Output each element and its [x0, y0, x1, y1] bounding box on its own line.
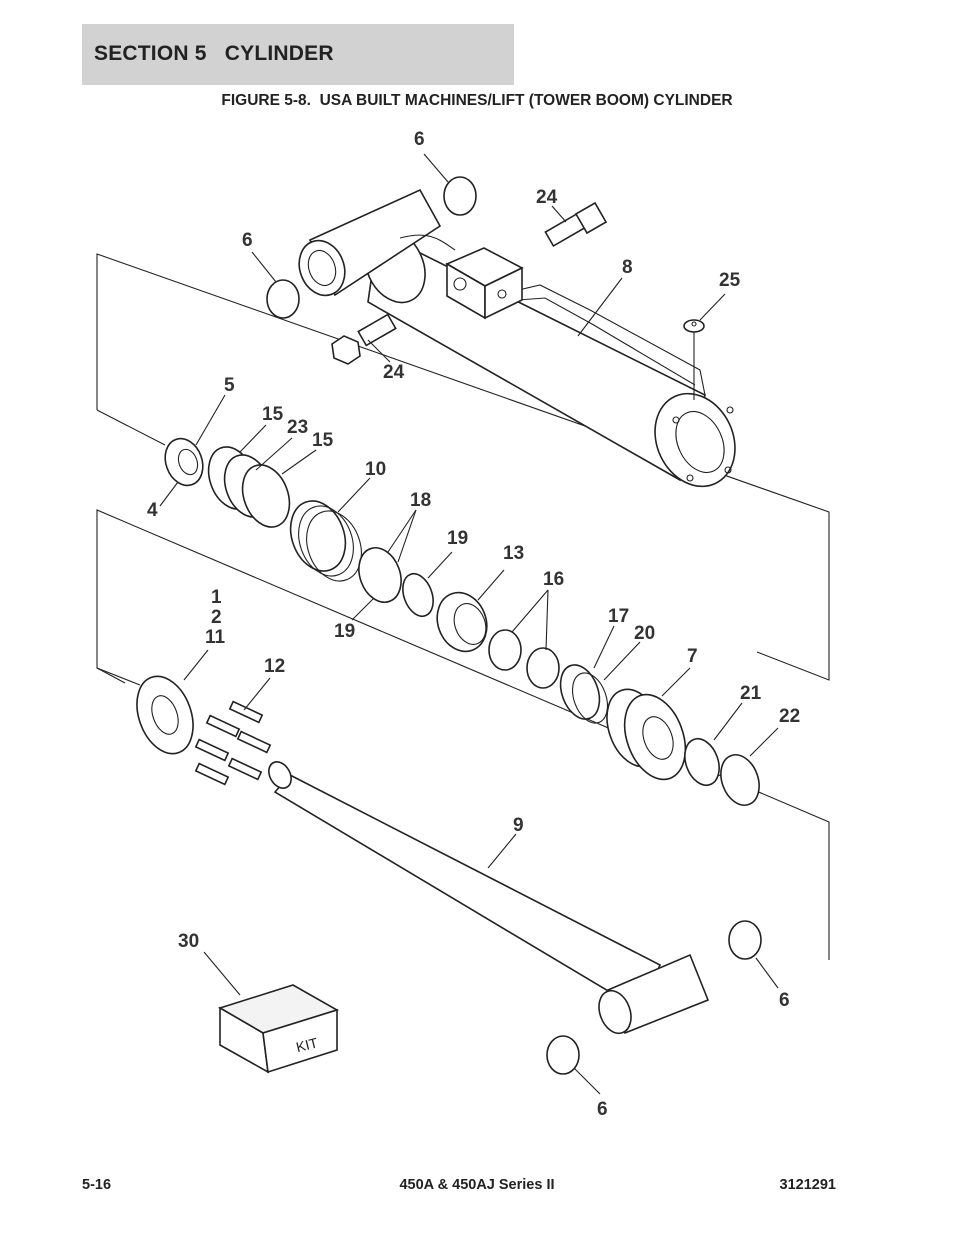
fitting-upper — [544, 201, 608, 248]
callout-1: 1 — [211, 587, 222, 608]
capscrews — [194, 700, 272, 786]
callout-19-b: 19 — [334, 621, 355, 642]
upper-frame-diag — [96, 409, 166, 446]
callout-22: 22 — [779, 706, 800, 727]
rod-seal-17 — [559, 664, 601, 720]
wiper-21 — [684, 737, 720, 787]
seal-15b — [241, 464, 291, 528]
callout-16: 16 — [543, 569, 564, 590]
bushing-16b — [526, 647, 560, 689]
callout-8: 8 — [622, 257, 633, 278]
callout-10: 10 — [365, 459, 386, 480]
document-number: 3121291 — [779, 1177, 836, 1193]
figure-title: FIGURE 5-8. USA BUILT MACHINES/LIFT (TOW… — [221, 92, 733, 109]
callout-25: 25 — [719, 270, 741, 291]
bushing-left — [266, 279, 300, 319]
callout-6-rod-bottom: 6 — [597, 1099, 608, 1120]
spacer — [436, 591, 488, 653]
lower-explode-frame — [96, 509, 830, 960]
callout-12: 12 — [264, 656, 285, 677]
kit-label: KIT — [294, 1034, 319, 1055]
piston-rod — [268, 761, 710, 1035]
bushing-rod-right — [728, 920, 762, 960]
callout-11: 11 — [205, 627, 226, 648]
flange-plate — [136, 675, 194, 755]
callout-18: 18 — [410, 490, 431, 511]
callout-7: 7 — [687, 646, 698, 667]
callouts: 6 24 6 8 25 24 5 15 23 15 10 18 4 19 13 … — [147, 129, 800, 1120]
section-title: SECTION 5 CYLINDER — [94, 42, 334, 65]
callout-15-a: 15 — [262, 404, 284, 425]
callout-19-a: 19 — [447, 528, 468, 549]
leader-lines — [159, 153, 779, 1095]
piston — [289, 500, 362, 582]
callout-4: 4 — [147, 500, 158, 521]
upper-explode-frame — [96, 253, 830, 681]
callout-15-b: 15 — [312, 430, 334, 451]
callout-9: 9 — [513, 815, 524, 836]
callout-5: 5 — [224, 375, 235, 396]
hydraulic-tube — [399, 234, 706, 396]
page-number: 5-16 — [82, 1177, 112, 1193]
callout-30: 30 — [178, 931, 199, 952]
callout-24-bottom: 24 — [383, 362, 405, 383]
valve-block — [445, 247, 524, 320]
lower-frame-diag — [96, 667, 126, 684]
callout-6-top: 6 — [414, 129, 425, 150]
fitting-lower — [331, 313, 397, 365]
callout-6-rod-right: 6 — [779, 990, 790, 1011]
bleeder-screw — [683, 319, 705, 333]
bushing-top — [443, 176, 477, 216]
wear-ring-18 — [358, 547, 402, 603]
callout-6-left: 6 — [242, 230, 253, 251]
cylinder-head — [606, 688, 687, 781]
o-ring-20 — [571, 672, 609, 724]
seal-kit-box: KIT — [218, 984, 339, 1074]
backup-ring-19 — [402, 572, 434, 618]
callout-13: 13 — [503, 543, 524, 564]
bushing-rod-bottom — [546, 1035, 580, 1075]
ring-22 — [720, 754, 760, 806]
callout-21: 21 — [740, 683, 762, 704]
cylinder-barrel — [298, 188, 736, 488]
section-header: SECTION 5 CYLINDER — [82, 24, 514, 85]
locknut — [164, 437, 204, 487]
callout-2: 2 — [211, 607, 222, 628]
model-name: 450A & 450AJ Series II — [399, 1177, 555, 1193]
callout-23: 23 — [287, 417, 308, 438]
bushing-16a — [488, 629, 522, 671]
callout-24-top: 24 — [536, 187, 558, 208]
callout-20: 20 — [634, 623, 655, 644]
callout-17: 17 — [608, 606, 629, 627]
